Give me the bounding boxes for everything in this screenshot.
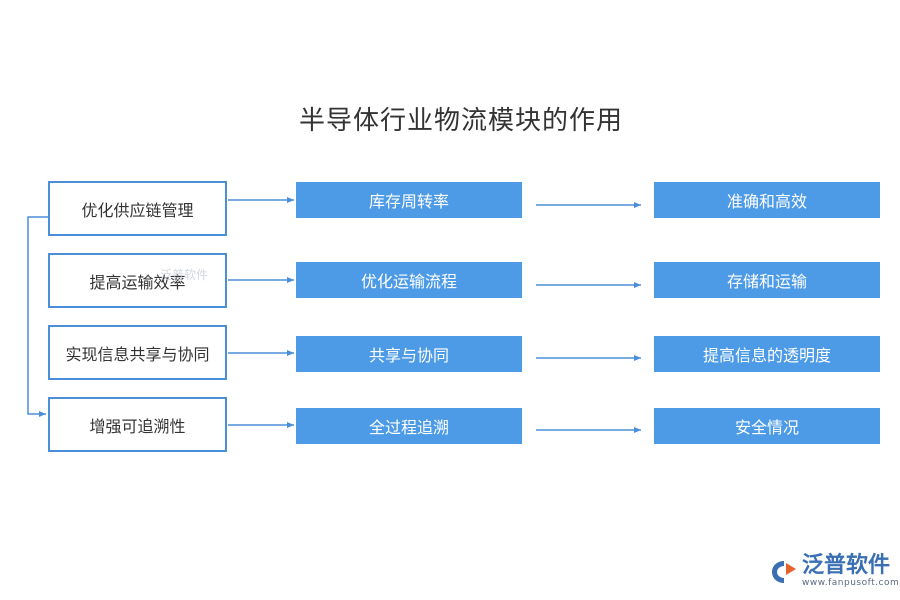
- left-box-supply-chain: 优化供应链管理: [48, 181, 227, 236]
- right-box-safety: 安全情况: [654, 408, 880, 444]
- left-box-transport: 提高运输效率: [48, 253, 227, 308]
- right-box-transparency: 提高信息的透明度: [654, 336, 880, 372]
- logo-icon: [770, 559, 798, 585]
- brand-logo: 泛普软件 www.fanpusoft.com: [770, 554, 899, 589]
- middle-box-inventory-turnover: 库存周转率: [296, 182, 522, 218]
- left-bracket-line: [27, 216, 48, 417]
- logo-text: 泛普软件 www.fanpusoft.com: [802, 554, 899, 589]
- watermark-text: 泛普软件: [160, 268, 209, 282]
- logo-url: www.fanpusoft.com: [802, 578, 900, 588]
- right-box-storage-transport: 存储和运输: [654, 262, 880, 298]
- left-box-traceability: 增强可追溯性: [48, 397, 227, 452]
- middle-box-sharing: 共享与协同: [296, 336, 522, 372]
- logo-name: 泛普软件: [802, 553, 891, 578]
- middle-box-optimize-transport: 优化运输流程: [296, 262, 522, 298]
- right-box-accurate-efficient: 准确和高效: [654, 182, 880, 218]
- left-box-info-sharing: 实现信息共享与协同: [48, 325, 227, 380]
- page-title: 半导体行业物流模块的作用: [298, 106, 623, 136]
- middle-box-full-trace: 全过程追溯: [296, 408, 522, 444]
